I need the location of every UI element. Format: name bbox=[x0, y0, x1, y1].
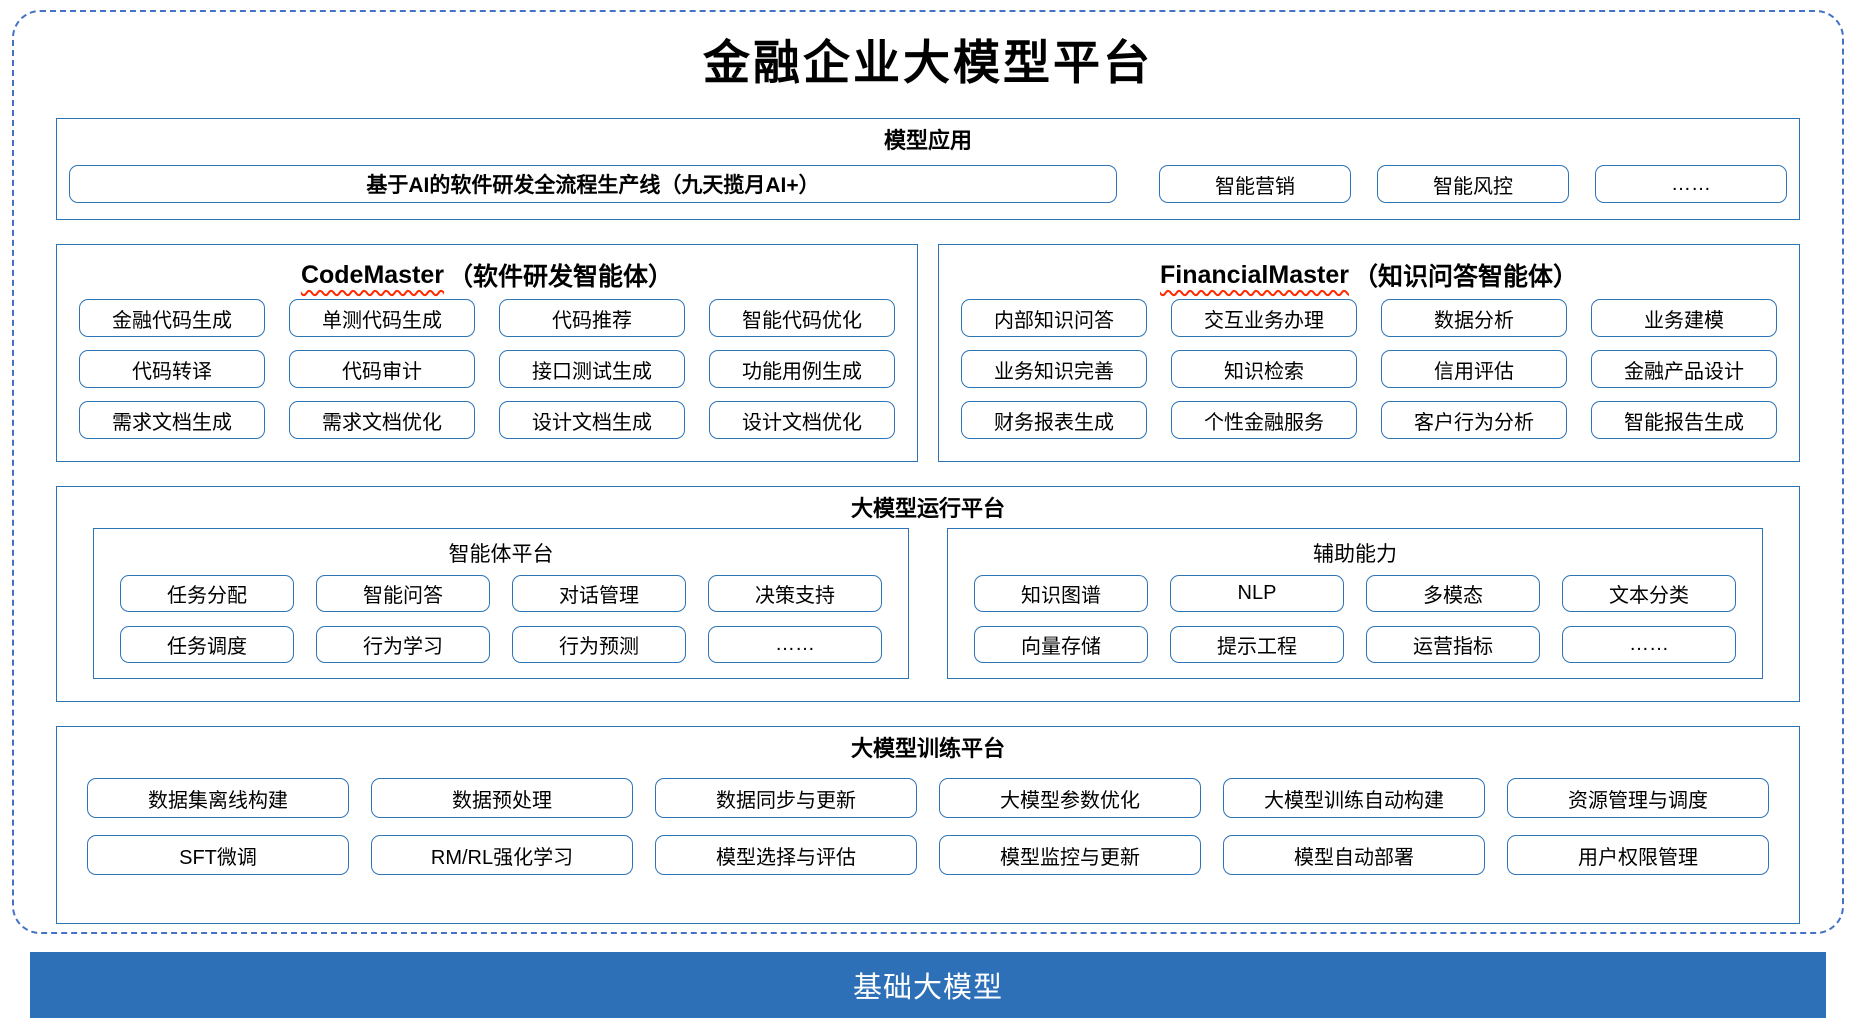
capability-box: 个性金融服务 bbox=[1171, 401, 1357, 439]
capability-box: 金融代码生成 bbox=[79, 299, 265, 337]
financialmaster-title: FinancialMaster （知识问答智能体） bbox=[957, 253, 1781, 297]
financialmaster-title-zh: （知识问答智能体） bbox=[1352, 263, 1578, 291]
capability-box: 模型自动部署 bbox=[1223, 835, 1485, 875]
capability-box: 向量存储 bbox=[974, 626, 1148, 663]
capability-box: 数据同步与更新 bbox=[655, 778, 917, 818]
capability-box: 金融产品设计 bbox=[1591, 350, 1777, 388]
capability-box: 设计文档优化 bbox=[709, 401, 895, 439]
capability-box: NLP bbox=[1170, 575, 1344, 612]
capability-box: 财务报表生成 bbox=[961, 401, 1147, 439]
capability-box: 业务建模 bbox=[1591, 299, 1777, 337]
capability-box: 代码转译 bbox=[79, 350, 265, 388]
capability-box: 功能用例生成 bbox=[709, 350, 895, 388]
capability-box: 代码推荐 bbox=[499, 299, 685, 337]
aux-ability-title: 辅助能力 bbox=[1313, 543, 1397, 566]
capability-box: 代码审计 bbox=[289, 350, 475, 388]
capability-box: 知识图谱 bbox=[974, 575, 1148, 612]
smart-risk-control-box: 智能风控 bbox=[1376, 165, 1569, 203]
capability-box: 模型选择与评估 bbox=[655, 835, 917, 875]
codemaster-title-en: CodeMaster bbox=[300, 260, 445, 289]
capability-box: 对话管理 bbox=[512, 575, 686, 612]
agent-platform-grid: 任务分配 智能问答 对话管理 决策支持 任务调度 行为学习 行为预测 …… bbox=[120, 575, 882, 663]
capability-box: 接口测试生成 bbox=[499, 350, 685, 388]
run-platform-row: 智能体平台 任务分配 智能问答 对话管理 决策支持 任务调度 行为学习 行为预测… bbox=[57, 522, 1799, 679]
capability-box: 知识检索 bbox=[1171, 350, 1357, 388]
capability-box: …… bbox=[708, 626, 882, 663]
model-app-more-box: …… bbox=[1595, 165, 1788, 203]
capability-box: 设计文档生成 bbox=[499, 401, 685, 439]
capability-box: 任务分配 bbox=[120, 575, 294, 612]
agents-row: CodeMaster （软件研发智能体） 金融代码生成 单测代码生成 代码推荐 … bbox=[56, 244, 1800, 462]
train-platform-grid: 数据集离线构建 数据预处理 数据同步与更新 大模型参数优化 大模型训练自动构建 … bbox=[57, 762, 1799, 875]
agent-platform-title: 智能体平台 bbox=[448, 543, 554, 566]
codemaster-title-zh: （软件研发智能体） bbox=[448, 263, 674, 291]
capability-box: 多模态 bbox=[1366, 575, 1540, 612]
platform-dashed-frame: 金融企业大模型平台 模型应用 基于AI的软件研发全流程生产线（九天揽月AI+） … bbox=[12, 10, 1844, 934]
capability-box: 行为学习 bbox=[316, 626, 490, 663]
codemaster-section: CodeMaster （软件研发智能体） 金融代码生成 单测代码生成 代码推荐 … bbox=[56, 244, 918, 462]
train-platform-section: 大模型训练平台 数据集离线构建 数据预处理 数据同步与更新 大模型参数优化 大模… bbox=[56, 726, 1800, 924]
financialmaster-section: FinancialMaster （知识问答智能体） 内部知识问答 交互业务办理 … bbox=[938, 244, 1800, 462]
financialmaster-title-en: FinancialMaster bbox=[1160, 260, 1349, 289]
run-platform-title: 大模型运行平台 bbox=[850, 496, 1005, 521]
capability-box: 单测代码生成 bbox=[289, 299, 475, 337]
capability-box: 大模型训练自动构建 bbox=[1223, 778, 1485, 818]
capability-box: 行为预测 bbox=[512, 626, 686, 663]
capability-box: 资源管理与调度 bbox=[1507, 778, 1769, 818]
capability-box: 数据分析 bbox=[1381, 299, 1567, 337]
base-model-label: 基础大模型 bbox=[852, 972, 1003, 1004]
capability-box: 任务调度 bbox=[120, 626, 294, 663]
model-app-row: 基于AI的软件研发全流程生产线（九天揽月AI+） 智能营销 智能风控 …… bbox=[57, 154, 1799, 203]
financialmaster-grid: 内部知识问答 交互业务办理 数据分析 业务建模 业务知识完善 知识检索 信用评估… bbox=[957, 297, 1781, 439]
codemaster-title: CodeMaster （软件研发智能体） bbox=[75, 253, 899, 297]
base-model-bar: 基础大模型 bbox=[30, 952, 1826, 1018]
agent-platform-box: 智能体平台 任务分配 智能问答 对话管理 决策支持 任务调度 行为学习 行为预测… bbox=[93, 528, 909, 679]
run-platform-section: 大模型运行平台 智能体平台 任务分配 智能问答 对话管理 决策支持 任务调度 行… bbox=[56, 486, 1800, 702]
capability-box: …… bbox=[1562, 626, 1736, 663]
capability-box: 客户行为分析 bbox=[1381, 401, 1567, 439]
codemaster-grid: 金融代码生成 单测代码生成 代码推荐 智能代码优化 代码转译 代码审计 接口测试… bbox=[75, 297, 899, 439]
capability-box: 提示工程 bbox=[1170, 626, 1344, 663]
capability-box: 业务知识完善 bbox=[961, 350, 1147, 388]
capability-box: 数据预处理 bbox=[371, 778, 633, 818]
capability-box: 文本分类 bbox=[1562, 575, 1736, 612]
aux-ability-grid: 知识图谱 NLP 多模态 文本分类 向量存储 提示工程 运营指标 …… bbox=[974, 575, 1736, 663]
capability-box: SFT微调 bbox=[87, 835, 349, 875]
capability-box: 智能问答 bbox=[316, 575, 490, 612]
diagram-title: 金融企业大模型平台 bbox=[703, 35, 1153, 91]
capability-box: 数据集离线构建 bbox=[87, 778, 349, 818]
capability-box: 模型监控与更新 bbox=[939, 835, 1201, 875]
capability-box: 内部知识问答 bbox=[961, 299, 1147, 337]
capability-box: 信用评估 bbox=[1381, 350, 1567, 388]
capability-box: 交互业务办理 bbox=[1171, 299, 1357, 337]
capability-box: 运营指标 bbox=[1366, 626, 1540, 663]
ai-pipeline-box: 基于AI的软件研发全流程生产线（九天揽月AI+） bbox=[69, 165, 1117, 203]
smart-marketing-box: 智能营销 bbox=[1158, 165, 1351, 203]
model-app-title: 模型应用 bbox=[883, 128, 972, 153]
model-app-section: 模型应用 基于AI的软件研发全流程生产线（九天揽月AI+） 智能营销 智能风控 … bbox=[56, 118, 1800, 220]
aux-ability-box: 辅助能力 知识图谱 NLP 多模态 文本分类 向量存储 提示工程 运营指标 …… bbox=[947, 528, 1763, 679]
capability-box: 需求文档生成 bbox=[79, 401, 265, 439]
capability-box: 需求文档优化 bbox=[289, 401, 475, 439]
capability-box: 决策支持 bbox=[708, 575, 882, 612]
capability-box: 用户权限管理 bbox=[1507, 835, 1769, 875]
train-platform-title: 大模型训练平台 bbox=[850, 736, 1005, 761]
capability-box: 大模型参数优化 bbox=[939, 778, 1201, 818]
capability-box: 智能报告生成 bbox=[1591, 401, 1777, 439]
capability-box: 智能代码优化 bbox=[709, 299, 895, 337]
capability-box: RM/RL强化学习 bbox=[371, 835, 633, 875]
